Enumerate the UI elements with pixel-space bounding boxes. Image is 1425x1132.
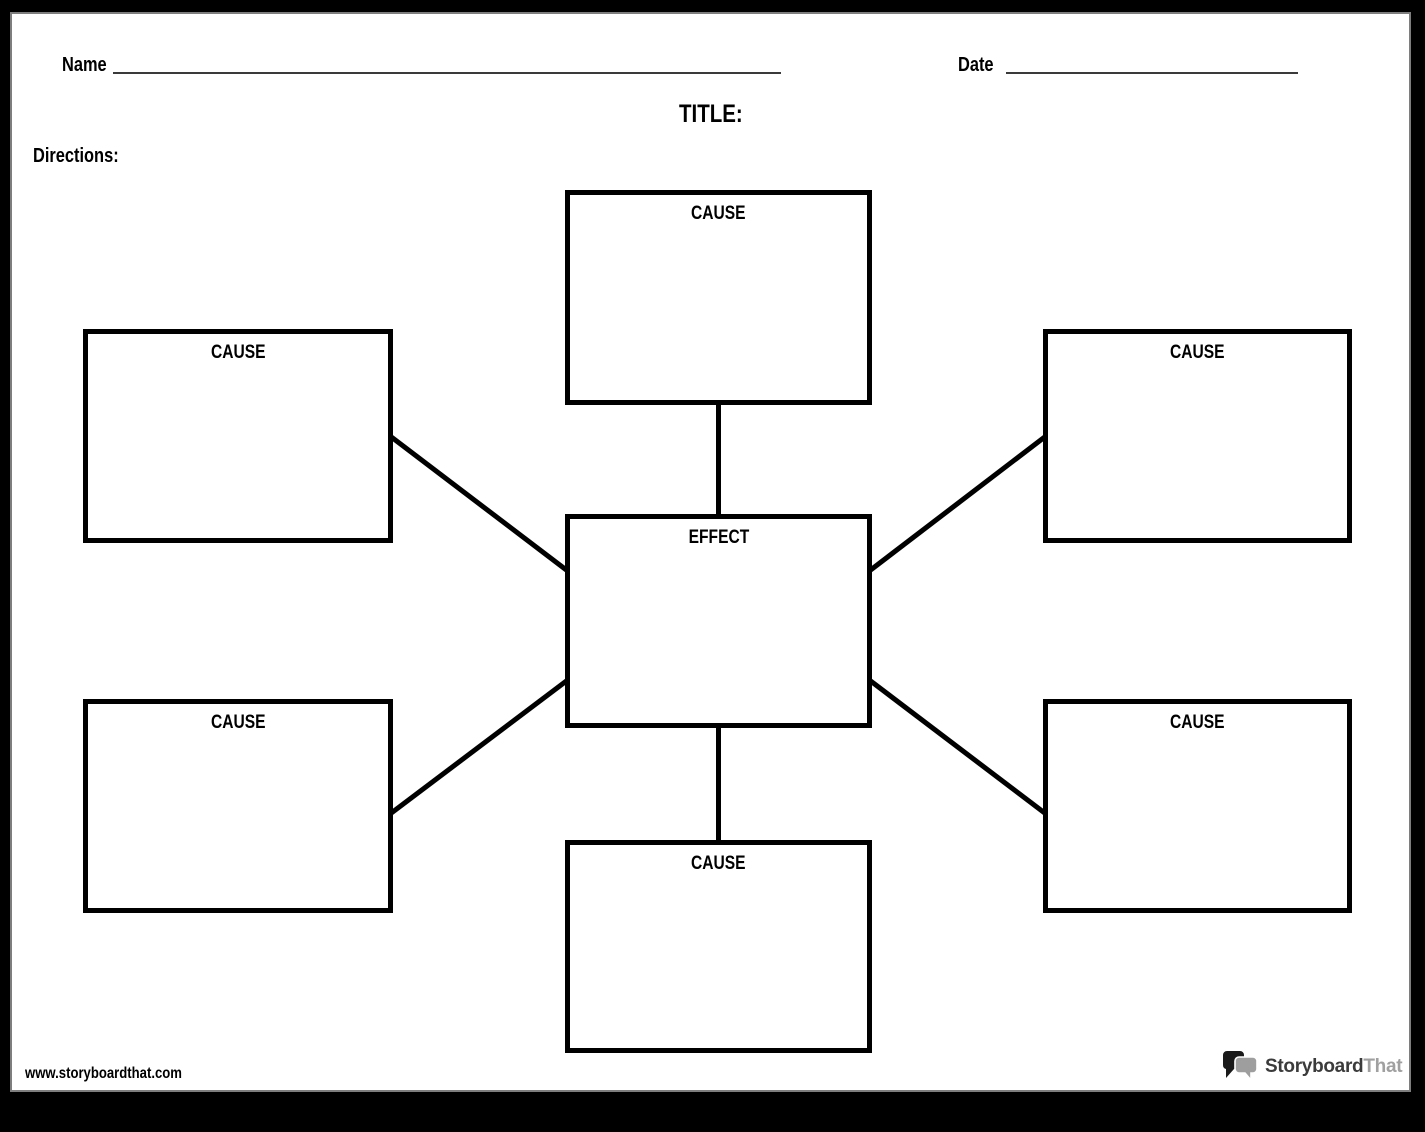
cause-box-right-top[interactable]: CAUSE bbox=[1043, 329, 1352, 543]
connector-lines bbox=[388, 403, 1048, 843]
cause-box-left-top[interactable]: CAUSE bbox=[83, 329, 393, 543]
cause-box-top[interactable]: CAUSE bbox=[565, 190, 872, 405]
cause-box-left-top-label: CAUSE bbox=[210, 342, 266, 363]
connector-right-top-diagonal bbox=[866, 434, 1048, 574]
connector-left-top-diagonal bbox=[388, 434, 571, 574]
footer-url: www.storyboardthat.com bbox=[25, 1065, 182, 1082]
cause-box-right-bottom[interactable]: CAUSE bbox=[1043, 699, 1352, 913]
logo-wordmark: StoryboardThat bbox=[1265, 1055, 1403, 1078]
cause-box-right-top-label: CAUSE bbox=[1170, 342, 1225, 363]
logo-text-primary: Storyboard bbox=[1265, 1055, 1364, 1077]
directions-label: Directions: bbox=[33, 145, 119, 167]
cause-box-right-bottom-label: CAUSE bbox=[1170, 712, 1225, 733]
cause-box-top-label: CAUSE bbox=[691, 203, 746, 224]
effect-box[interactable]: EFFECT bbox=[565, 514, 872, 728]
title-row: TITLE: bbox=[12, 100, 1409, 129]
speech-bubbles-icon bbox=[1222, 1051, 1258, 1083]
logo-text-secondary: That bbox=[1363, 1055, 1403, 1077]
date-fill-in-line[interactable] bbox=[1006, 72, 1298, 74]
name-fill-in-line[interactable] bbox=[113, 72, 781, 74]
worksheet-page: Name Date TITLE: Directions: CAUSE CAUSE bbox=[10, 12, 1411, 1092]
cause-box-left-bottom-label: CAUSE bbox=[210, 712, 266, 733]
connector-left-bottom-diagonal bbox=[388, 677, 571, 816]
date-label: Date bbox=[958, 54, 994, 76]
effect-box-label: EFFECT bbox=[688, 527, 749, 548]
page-title: TITLE: bbox=[678, 100, 743, 128]
connector-right-bottom-diagonal bbox=[866, 677, 1048, 816]
cause-box-bottom-label: CAUSE bbox=[691, 853, 746, 874]
storyboardthat-logo: StoryboardThat bbox=[1222, 1050, 1403, 1083]
cause-box-left-bottom[interactable]: CAUSE bbox=[83, 699, 393, 913]
cause-box-bottom[interactable]: CAUSE bbox=[565, 840, 872, 1053]
name-label: Name bbox=[62, 54, 107, 76]
